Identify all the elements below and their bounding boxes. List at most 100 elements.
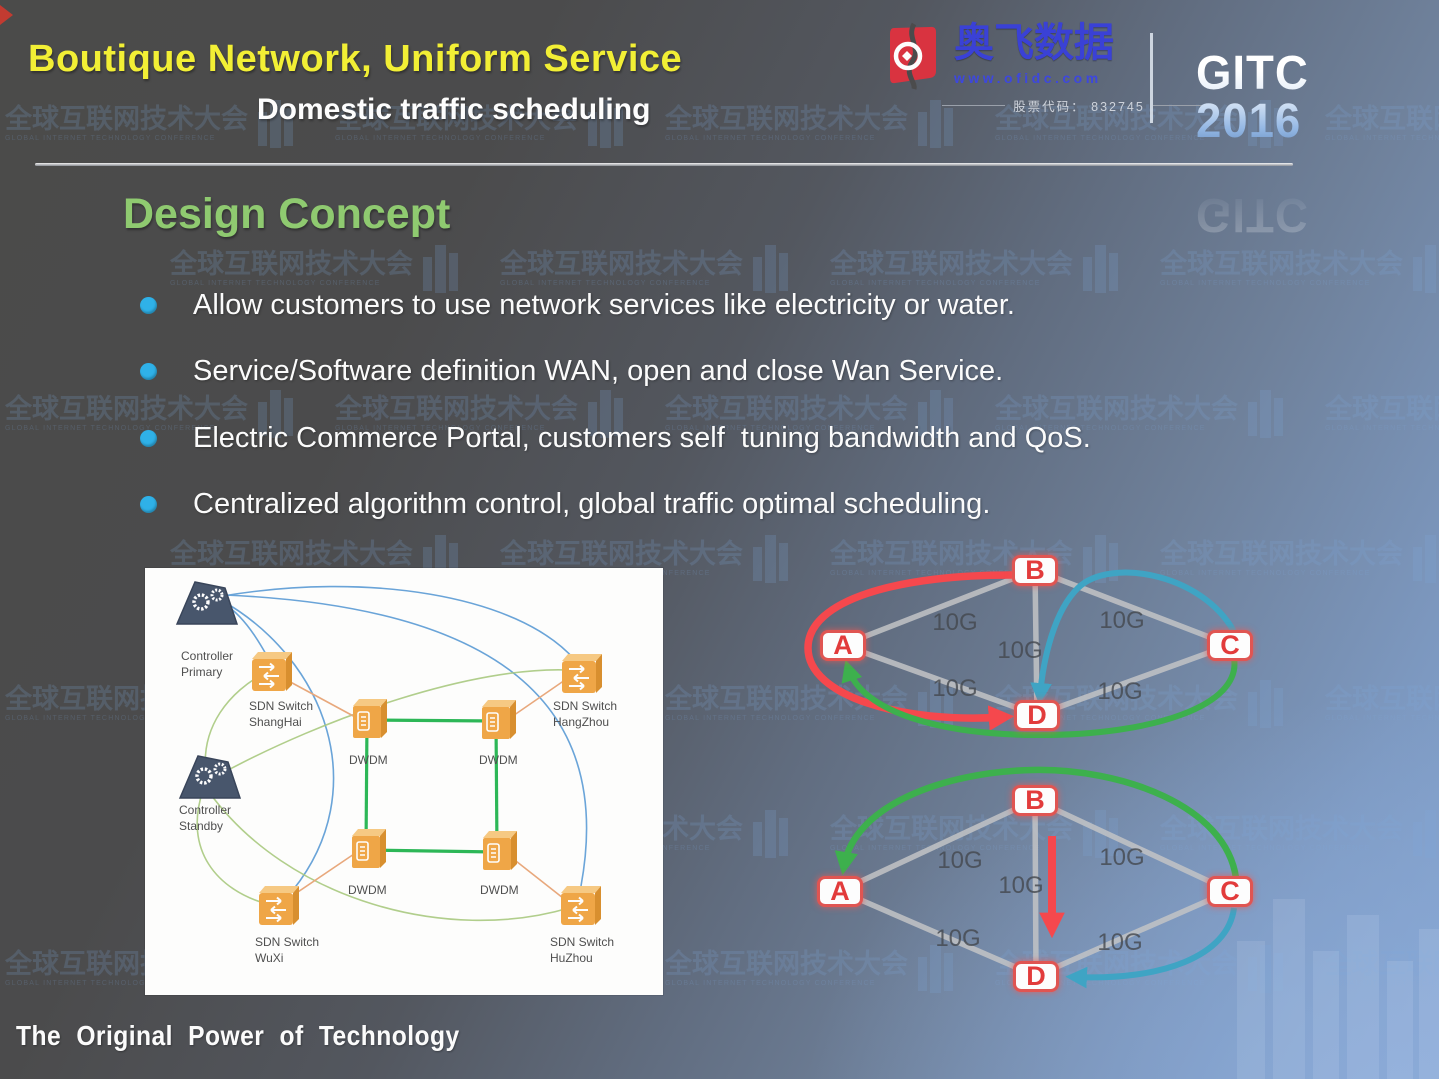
watermark-text: 全球互联网技术大会 (995, 394, 1238, 424)
node-a: A (817, 876, 863, 907)
switch-huzhou-label-2: HuZhou (550, 951, 593, 965)
watermark-text: 全球互联网技术大会 (1160, 539, 1403, 569)
flow-green-c-to-a (841, 657, 1238, 739)
watermark-tile: 全球互联网技术大会 GLOBAL INTERNET TECHNOLOGY CON… (335, 390, 628, 438)
watermark-subtext: GLOBAL INTERNET TECHNOLOGY CONFERENCE (995, 135, 1206, 142)
city-silhouette (1237, 899, 1439, 1079)
controller-standby-label-1: Controller (179, 803, 231, 817)
watermark-subtext: GLOBAL INTERNET TECHNOLOGY CONFERENCE (665, 715, 876, 722)
topology-diagram-top: 10G 10G 10G 10G 10G B A C D (790, 548, 1260, 763)
watermark-tile: 全球互联网技术大会 GLOBAL INTERNET TECHNOLOGY CON… (1325, 390, 1439, 438)
stock-dash-right (1152, 105, 1216, 106)
svg-text:10G: 10G (1099, 844, 1144, 871)
node-c: C (1207, 630, 1253, 661)
topology-diagram-bottom: 10G 10G 10G 10G 10G B A C D (790, 766, 1260, 1018)
event-logo-reflection: GITC 2016 (1196, 140, 1427, 241)
gitc-building-icon (1413, 535, 1436, 583)
watermark-subtext: GLOBAL INTERNET TECHNOLOGY CONFERENCE (1325, 980, 1439, 987)
section-heading: Design Concept (123, 190, 451, 238)
flow-teal-c-to-d (1030, 569, 1241, 705)
watermark-subtext: GLOBAL INTERNET TECHNOLOGY CONFERENCE (1160, 280, 1371, 287)
sdn-switch-hangzhou-icon (562, 654, 602, 693)
gitc-building-icon (1083, 245, 1118, 293)
dwdm-icon-bottom-left (352, 829, 386, 868)
watermark-subtext: GLOBAL INTERNET TECHNOLOGY CONFERENCE (665, 980, 876, 987)
node-d: D (1013, 961, 1059, 992)
watermark-text: 全球互联网技术大会 (335, 394, 578, 424)
watermark-tile: 全球互联网技术大会 GLOBAL INTERNET TECHNOLOGY CON… (1325, 100, 1439, 148)
watermark-tile: 全球互联网技术大会 GLOBAL INTERNET TECHNOLOGY CON… (830, 245, 1123, 293)
watermark-subtext: GLOBAL INTERNET TECHNOLOGY CONFERENCE (5, 135, 216, 142)
watermark-text: 全球互联网技术大会 (500, 249, 743, 279)
watermark-text: 全球互联网技术大会 (170, 539, 413, 569)
gitc-building-icon (423, 535, 458, 583)
watermark-subtext: GLOBAL INTERNET TECHNOLOGY CONFERENCE (5, 715, 216, 722)
dwdm-icon-top-right (482, 700, 516, 739)
watermark-text: 全球互联网技术大会 (995, 104, 1238, 134)
node-c: C (1207, 876, 1253, 907)
bullet-item: Allow customers to use network services … (140, 272, 1091, 339)
switch-wuxi-label-1: SDN Switch (255, 935, 319, 949)
watermark-tile: 全球互联网技术大会 GLOBAL INTERNET TECHNOLOGY CON… (170, 245, 463, 293)
watermark-subtext: GLOBAL INTERNET TECHNOLOGY CONFERENCE (335, 135, 546, 142)
gitc-building-icon (1248, 390, 1283, 438)
gitc-building-icon (588, 100, 623, 148)
flow-red-b-to-d (804, 571, 1019, 731)
header-divider (35, 163, 1293, 166)
dwdm-icon-top-left (353, 699, 387, 738)
switch-wuxi-label-2: WuXi (255, 951, 283, 965)
watermark-text: 全球互联网技术大会 (665, 394, 908, 424)
watermark-tile: 全球互联网技术大会 GLOBAL INTERNET TECHNOLOGY CON… (500, 245, 793, 293)
watermark-text: 全球互联网技术大会 (170, 249, 413, 279)
gitc-building-icon (1248, 680, 1283, 728)
watermark-text: 全球互联网技术大会 (1325, 951, 1439, 978)
controller-primary-label-2: Primary (181, 665, 222, 679)
watermark-text: 全球互联网技术大会 (5, 394, 248, 424)
watermark-subtext: GLOBAL INTERNET TECHNOLOGY CONFERENCE (170, 280, 381, 287)
gitc-building-icon (918, 390, 953, 438)
bullet-text: Service/Software definition WAN, open an… (193, 355, 1004, 388)
company-brand: 奥飞数据 www.ofidc.com 股票代码： 832745 (886, 22, 1216, 115)
watermark-tile: 全球互联网技术大会 GLOBAL INTERNET TECHNOLOGY CON… (500, 535, 793, 583)
sdn-network-figure: Controller Primary Controller Standby SD… (145, 568, 663, 995)
bullet-dot-icon (140, 296, 157, 314)
gitc-building-icon (918, 100, 953, 148)
watermark-tile: 全球互联网技术大会 GLOBAL INTERNET TECHNOLOGY CON… (1160, 245, 1439, 293)
watermark-subtext: GLOBAL INTERNET TECHNOLOGY CONFERENCE (1325, 135, 1439, 142)
svg-text:10G: 10G (932, 609, 977, 636)
dwdm-label-tr: DWDM (479, 753, 518, 767)
watermark-tile: 全球互联网技术大会 GLOBAL INTERNET TECHNOLOGY CON… (5, 100, 298, 148)
watermark-tile: 全球互联网技术大会 GLOBAL INTERNET TECHNOLOGY CON… (1325, 680, 1439, 728)
watermark-text: 全球互联网技术大会 (500, 539, 743, 569)
svg-text:10G: 10G (937, 847, 982, 874)
company-logo-icon (890, 22, 936, 90)
bullet-dot-icon (140, 429, 157, 447)
gitc-building-icon (588, 390, 623, 438)
bullet-item: Electric Commerce Portal, customers self… (140, 405, 1091, 472)
watermark-subtext: GLOBAL INTERNET TECHNOLOGY CONFERENCE (995, 715, 1206, 722)
svg-text:10G: 10G (935, 925, 980, 952)
controller-primary-label-1: Controller (181, 649, 233, 663)
svg-text:10G: 10G (1097, 929, 1142, 956)
watermark-tile: 全球互联网技术大会 GLOBAL INTERNET TECHNOLOGY CON… (1325, 945, 1439, 993)
gitc-building-icon (753, 810, 788, 858)
gitc-building-icon (918, 680, 953, 728)
watermark-subtext: GLOBAL INTERNET TECHNOLOGY CONFERENCE (5, 425, 216, 432)
sdn-switch-huzhou-icon (561, 886, 601, 925)
switch-shanghai-label-2: ShangHai (249, 715, 302, 729)
watermark-tile: 全球互联网技术大会 GLOBAL INTERNET TECHNOLOGY CON… (665, 945, 958, 993)
watermark-text: 全球互联网技术大会 (1160, 249, 1403, 279)
watermark-text: 全球互联网技术大会 (665, 949, 908, 979)
sdn-switch-wuxi-icon (259, 886, 299, 925)
stock-code: 股票代码： 832745 (1013, 100, 1145, 114)
gitc-building-icon (753, 245, 788, 293)
bullet-item: Service/Software definition WAN, open an… (140, 339, 1091, 406)
company-website: www.ofidc.com (954, 70, 1102, 86)
dwdm-label-tl: DWDM (349, 753, 388, 767)
watermark-subtext: GLOBAL INTERNET TECHNOLOGY CONFERENCE (995, 980, 1206, 987)
watermark-subtext: GLOBAL INTERNET TECHNOLOGY CONFERENCE (1160, 845, 1371, 852)
flow-teal-c-to-d (1065, 907, 1237, 989)
watermark-tile: 全球互联网技术大会 GLOBAL INTERNET TECHNOLOGY CON… (5, 390, 298, 438)
event-logo-wrap: GITC 2016 GITC 2016 (1196, 50, 1439, 242)
header-vertical-divider (1150, 33, 1153, 123)
